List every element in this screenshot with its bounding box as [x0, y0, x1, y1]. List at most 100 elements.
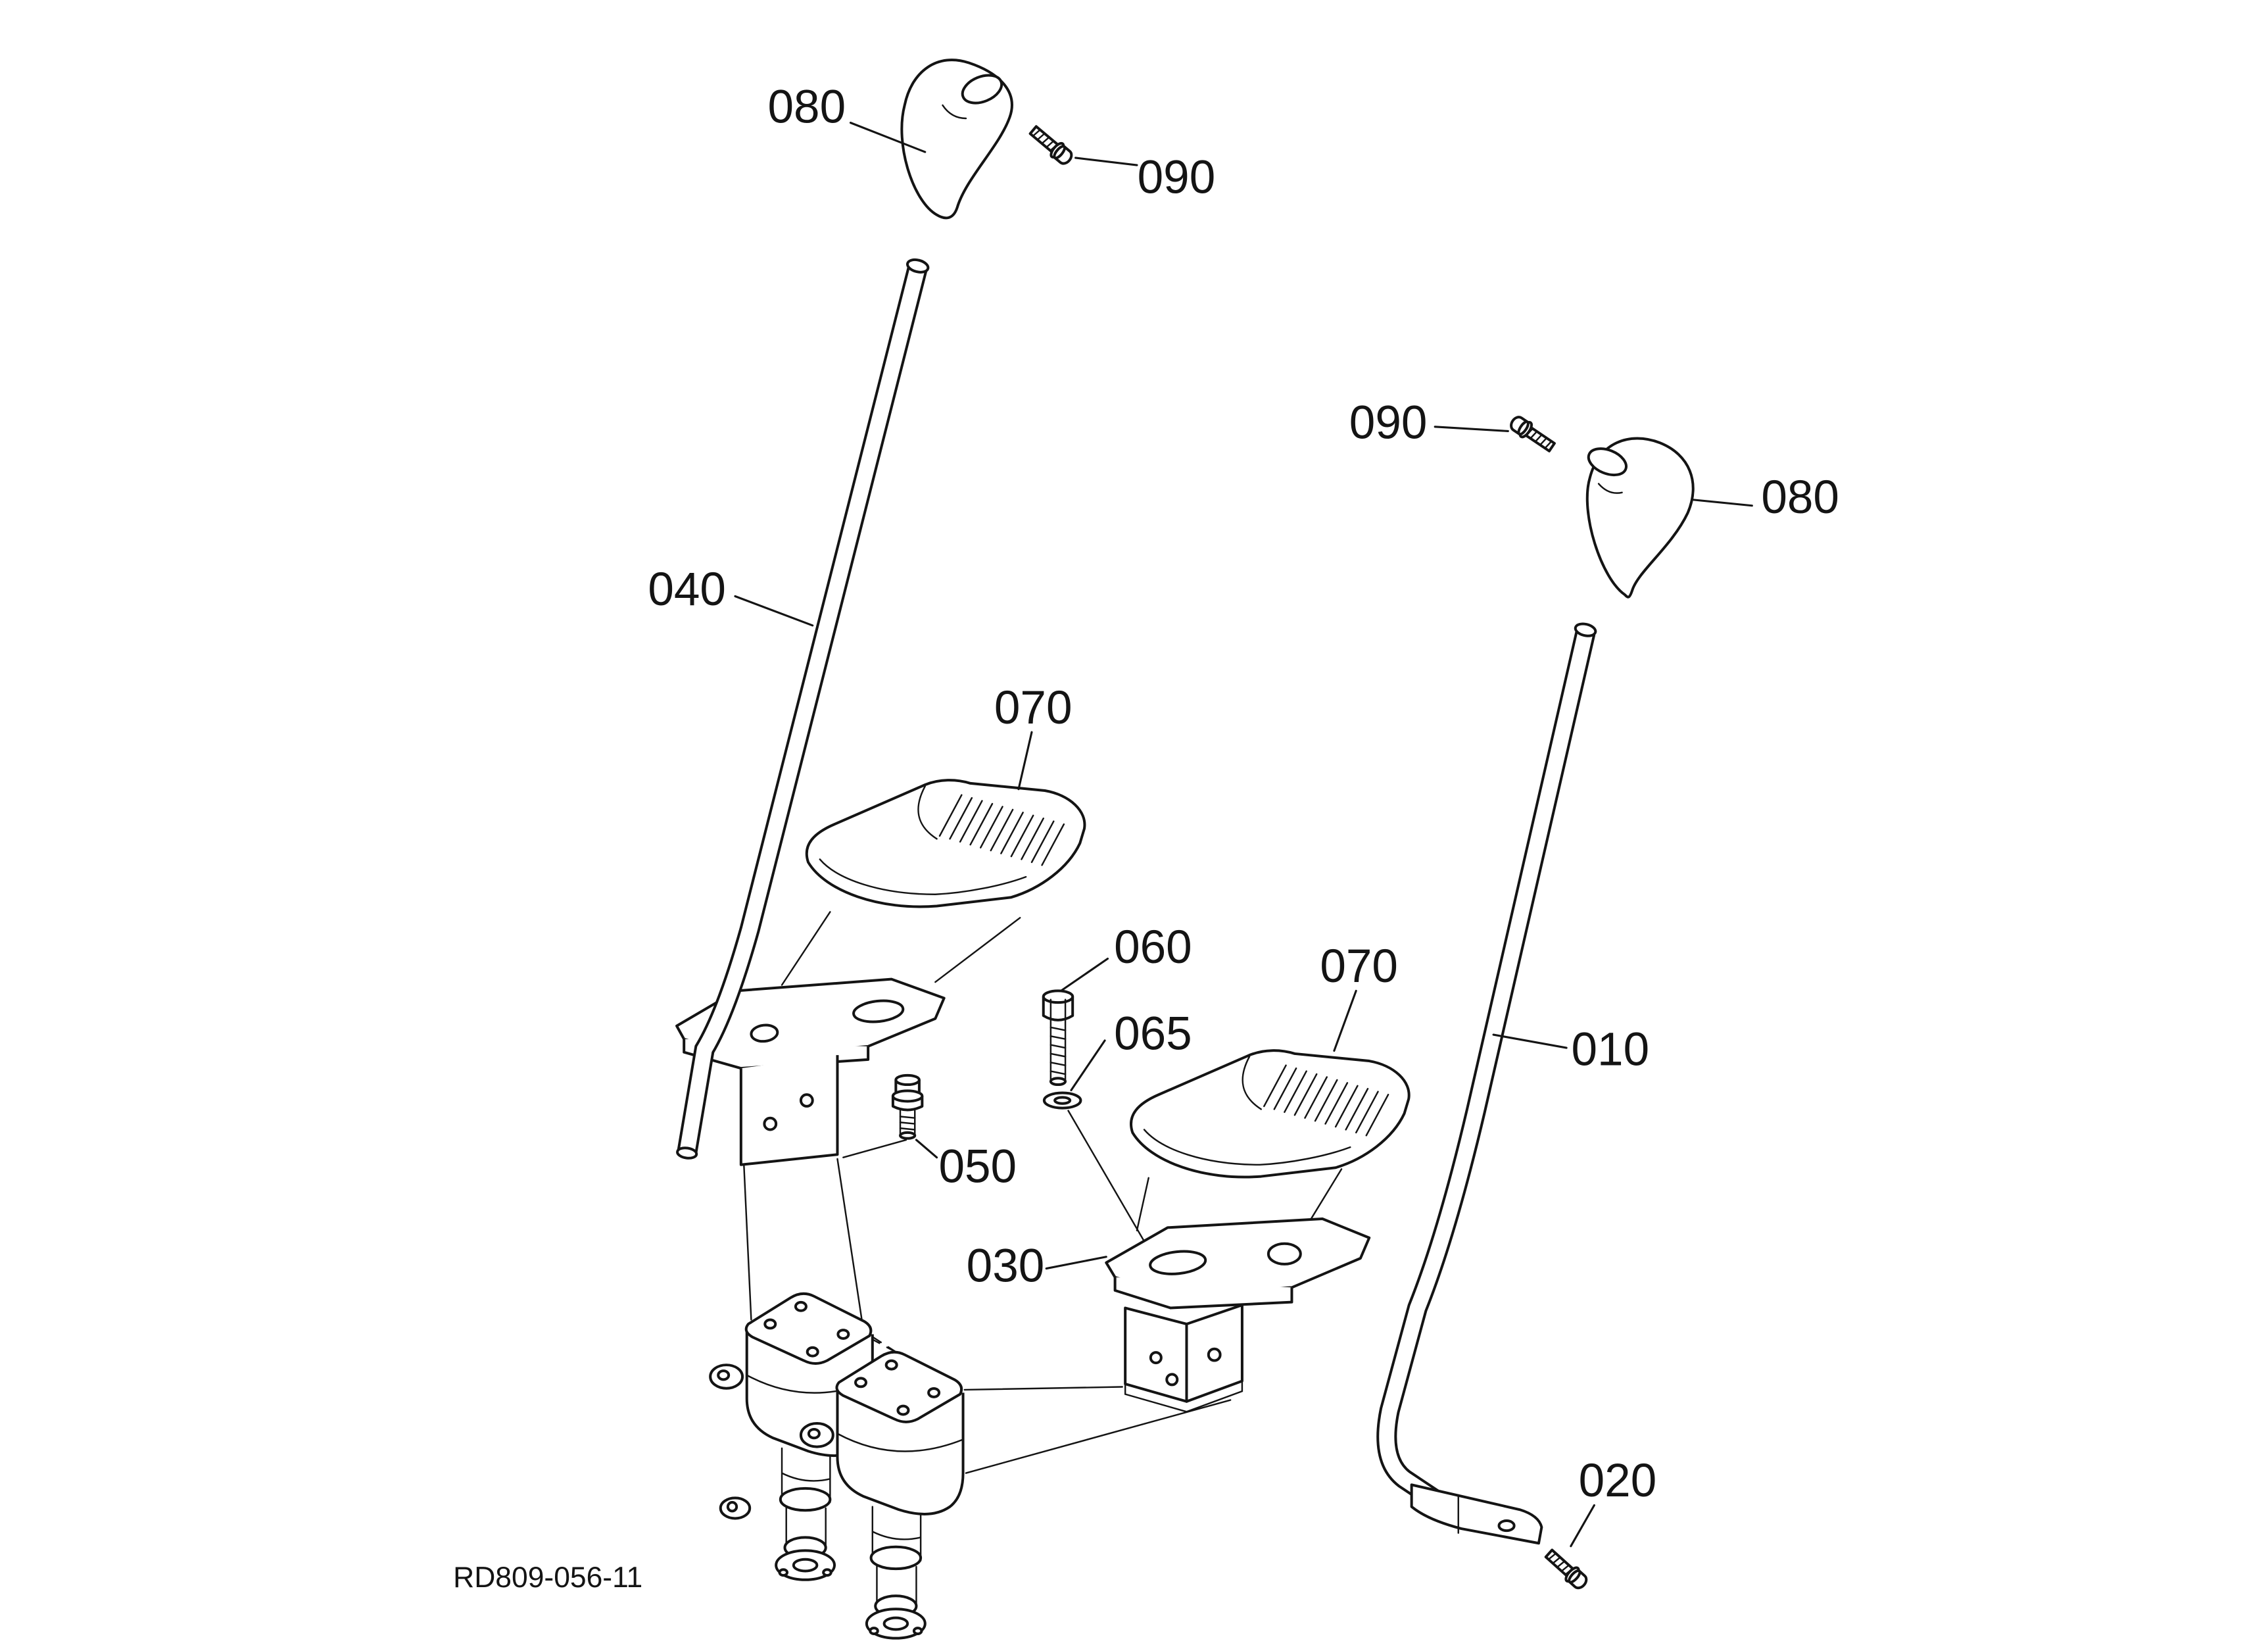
washer-inner — [1053, 1096, 1072, 1105]
face-hole — [799, 1093, 814, 1108]
callout-060: 060 — [1114, 922, 1192, 973]
lever-foot — [1410, 1483, 1543, 1545]
leader-010 — [1492, 1033, 1568, 1049]
align-line — [836, 1158, 863, 1323]
washer-065 — [1042, 1091, 1082, 1110]
bolt-hole — [806, 1346, 819, 1358]
valve-neck — [871, 1506, 922, 1562]
callout-020: 020 — [1579, 1455, 1657, 1507]
round-hole — [750, 1023, 779, 1043]
callout-090-left: 090 — [1138, 151, 1216, 203]
shank-end — [1049, 1077, 1067, 1087]
bolt-hole — [836, 1329, 850, 1340]
bracket-vertical-face — [739, 1055, 839, 1166]
callout-030: 030 — [967, 1241, 1045, 1292]
flange-bolt-hole — [869, 1627, 879, 1636]
align-line — [934, 917, 1021, 983]
align-line — [842, 1139, 907, 1158]
callout-080-left: 080 — [768, 82, 846, 134]
tube-bottom-end — [676, 1146, 698, 1160]
set-screw-090-right — [1507, 412, 1558, 456]
neck-flange — [869, 1545, 923, 1571]
bolt-hole — [927, 1387, 941, 1398]
knob-right — [1585, 437, 1695, 599]
tube-inner — [679, 265, 925, 1154]
pedal-bracket-030 — [1105, 1217, 1371, 1413]
channel-bottom-flange — [1124, 1380, 1243, 1413]
align-line — [781, 911, 831, 986]
bolt-hole — [884, 1359, 898, 1371]
bolt-hole — [896, 1404, 910, 1416]
align-line — [1136, 1177, 1149, 1232]
callout-090-right: 090 — [1349, 397, 1428, 449]
pedal-right — [1129, 1049, 1411, 1179]
side-ear-hole — [807, 1427, 821, 1440]
side-ear-hole — [717, 1369, 731, 1381]
valve-section-front — [799, 1350, 965, 1640]
bolt-060 — [1042, 989, 1074, 1087]
knob-face — [1587, 447, 1628, 477]
callout-070-right: 070 — [1320, 941, 1398, 993]
pedal-bracket-left — [675, 977, 946, 1166]
bolt-050 — [891, 1073, 924, 1140]
tube-top-opening — [905, 258, 930, 274]
hex-head-top — [1042, 989, 1074, 1004]
callout-010: 010 — [1572, 1024, 1650, 1076]
face-hole — [1207, 1347, 1222, 1362]
shank-threads — [899, 1116, 916, 1131]
leader-090-left — [1074, 157, 1138, 166]
base-port — [882, 1616, 909, 1631]
foot-plate — [1410, 1483, 1543, 1545]
side-ear-hole — [726, 1501, 738, 1513]
callout-070-left: 070 — [994, 682, 1073, 734]
align-line — [1308, 1168, 1343, 1223]
valve-top-plate — [835, 1350, 963, 1423]
knob-body — [1585, 437, 1695, 599]
callout-050: 050 — [938, 1141, 1017, 1192]
control-lever-left — [676, 258, 930, 1160]
valve-top-plate — [744, 1292, 873, 1365]
valve-lower-cylinder — [785, 1506, 827, 1549]
valve-assembly — [709, 1292, 965, 1640]
flange-bolt-hole — [822, 1568, 832, 1577]
figure-code: RD809-056-11 — [453, 1561, 642, 1594]
leader-030 — [1045, 1256, 1107, 1270]
set-screw-090-left — [1026, 122, 1076, 168]
leader-070-right — [1333, 989, 1357, 1052]
leader-070-left — [1017, 731, 1033, 791]
flange-bolt-hole — [912, 1627, 923, 1636]
slot-hole — [1149, 1250, 1207, 1275]
callout-080-right: 080 — [1761, 472, 1839, 524]
knob-face — [961, 74, 1003, 105]
control-lever-right — [1376, 622, 1597, 1545]
leader-lines — [734, 122, 1753, 1548]
leader-080-left — [849, 122, 927, 153]
bolt-collar-top — [891, 1089, 924, 1103]
tube-inner — [1379, 631, 1593, 1509]
align-line — [963, 1386, 1123, 1391]
tube-top-opening — [1574, 622, 1597, 637]
flange-bolt-hole — [778, 1568, 789, 1577]
bracket-front-lip — [1113, 1277, 1293, 1310]
leader-020 — [1570, 1504, 1595, 1548]
bolt-head-top — [894, 1073, 921, 1087]
leader-050 — [915, 1139, 938, 1159]
leader-060 — [1059, 957, 1109, 992]
bolt-hole — [794, 1300, 808, 1312]
neck-flange — [779, 1487, 832, 1512]
face-hole — [763, 1116, 778, 1131]
leader-065 — [1070, 1039, 1106, 1092]
callout-040: 040 — [648, 564, 726, 616]
face-hole — [1149, 1351, 1163, 1365]
hex-facets — [1050, 998, 1067, 1020]
bolt-hole — [763, 1318, 777, 1330]
callout-labels: 080 090 040 070 060 065 050 070 030 010 … — [648, 82, 1839, 1508]
valve-body-band — [836, 1433, 964, 1452]
face-hole — [1165, 1373, 1179, 1387]
bolt-020 — [1541, 1546, 1591, 1593]
knob-left — [900, 59, 1013, 220]
slot-hole — [852, 999, 905, 1023]
base-port — [792, 1558, 819, 1573]
leader-040 — [734, 595, 814, 627]
